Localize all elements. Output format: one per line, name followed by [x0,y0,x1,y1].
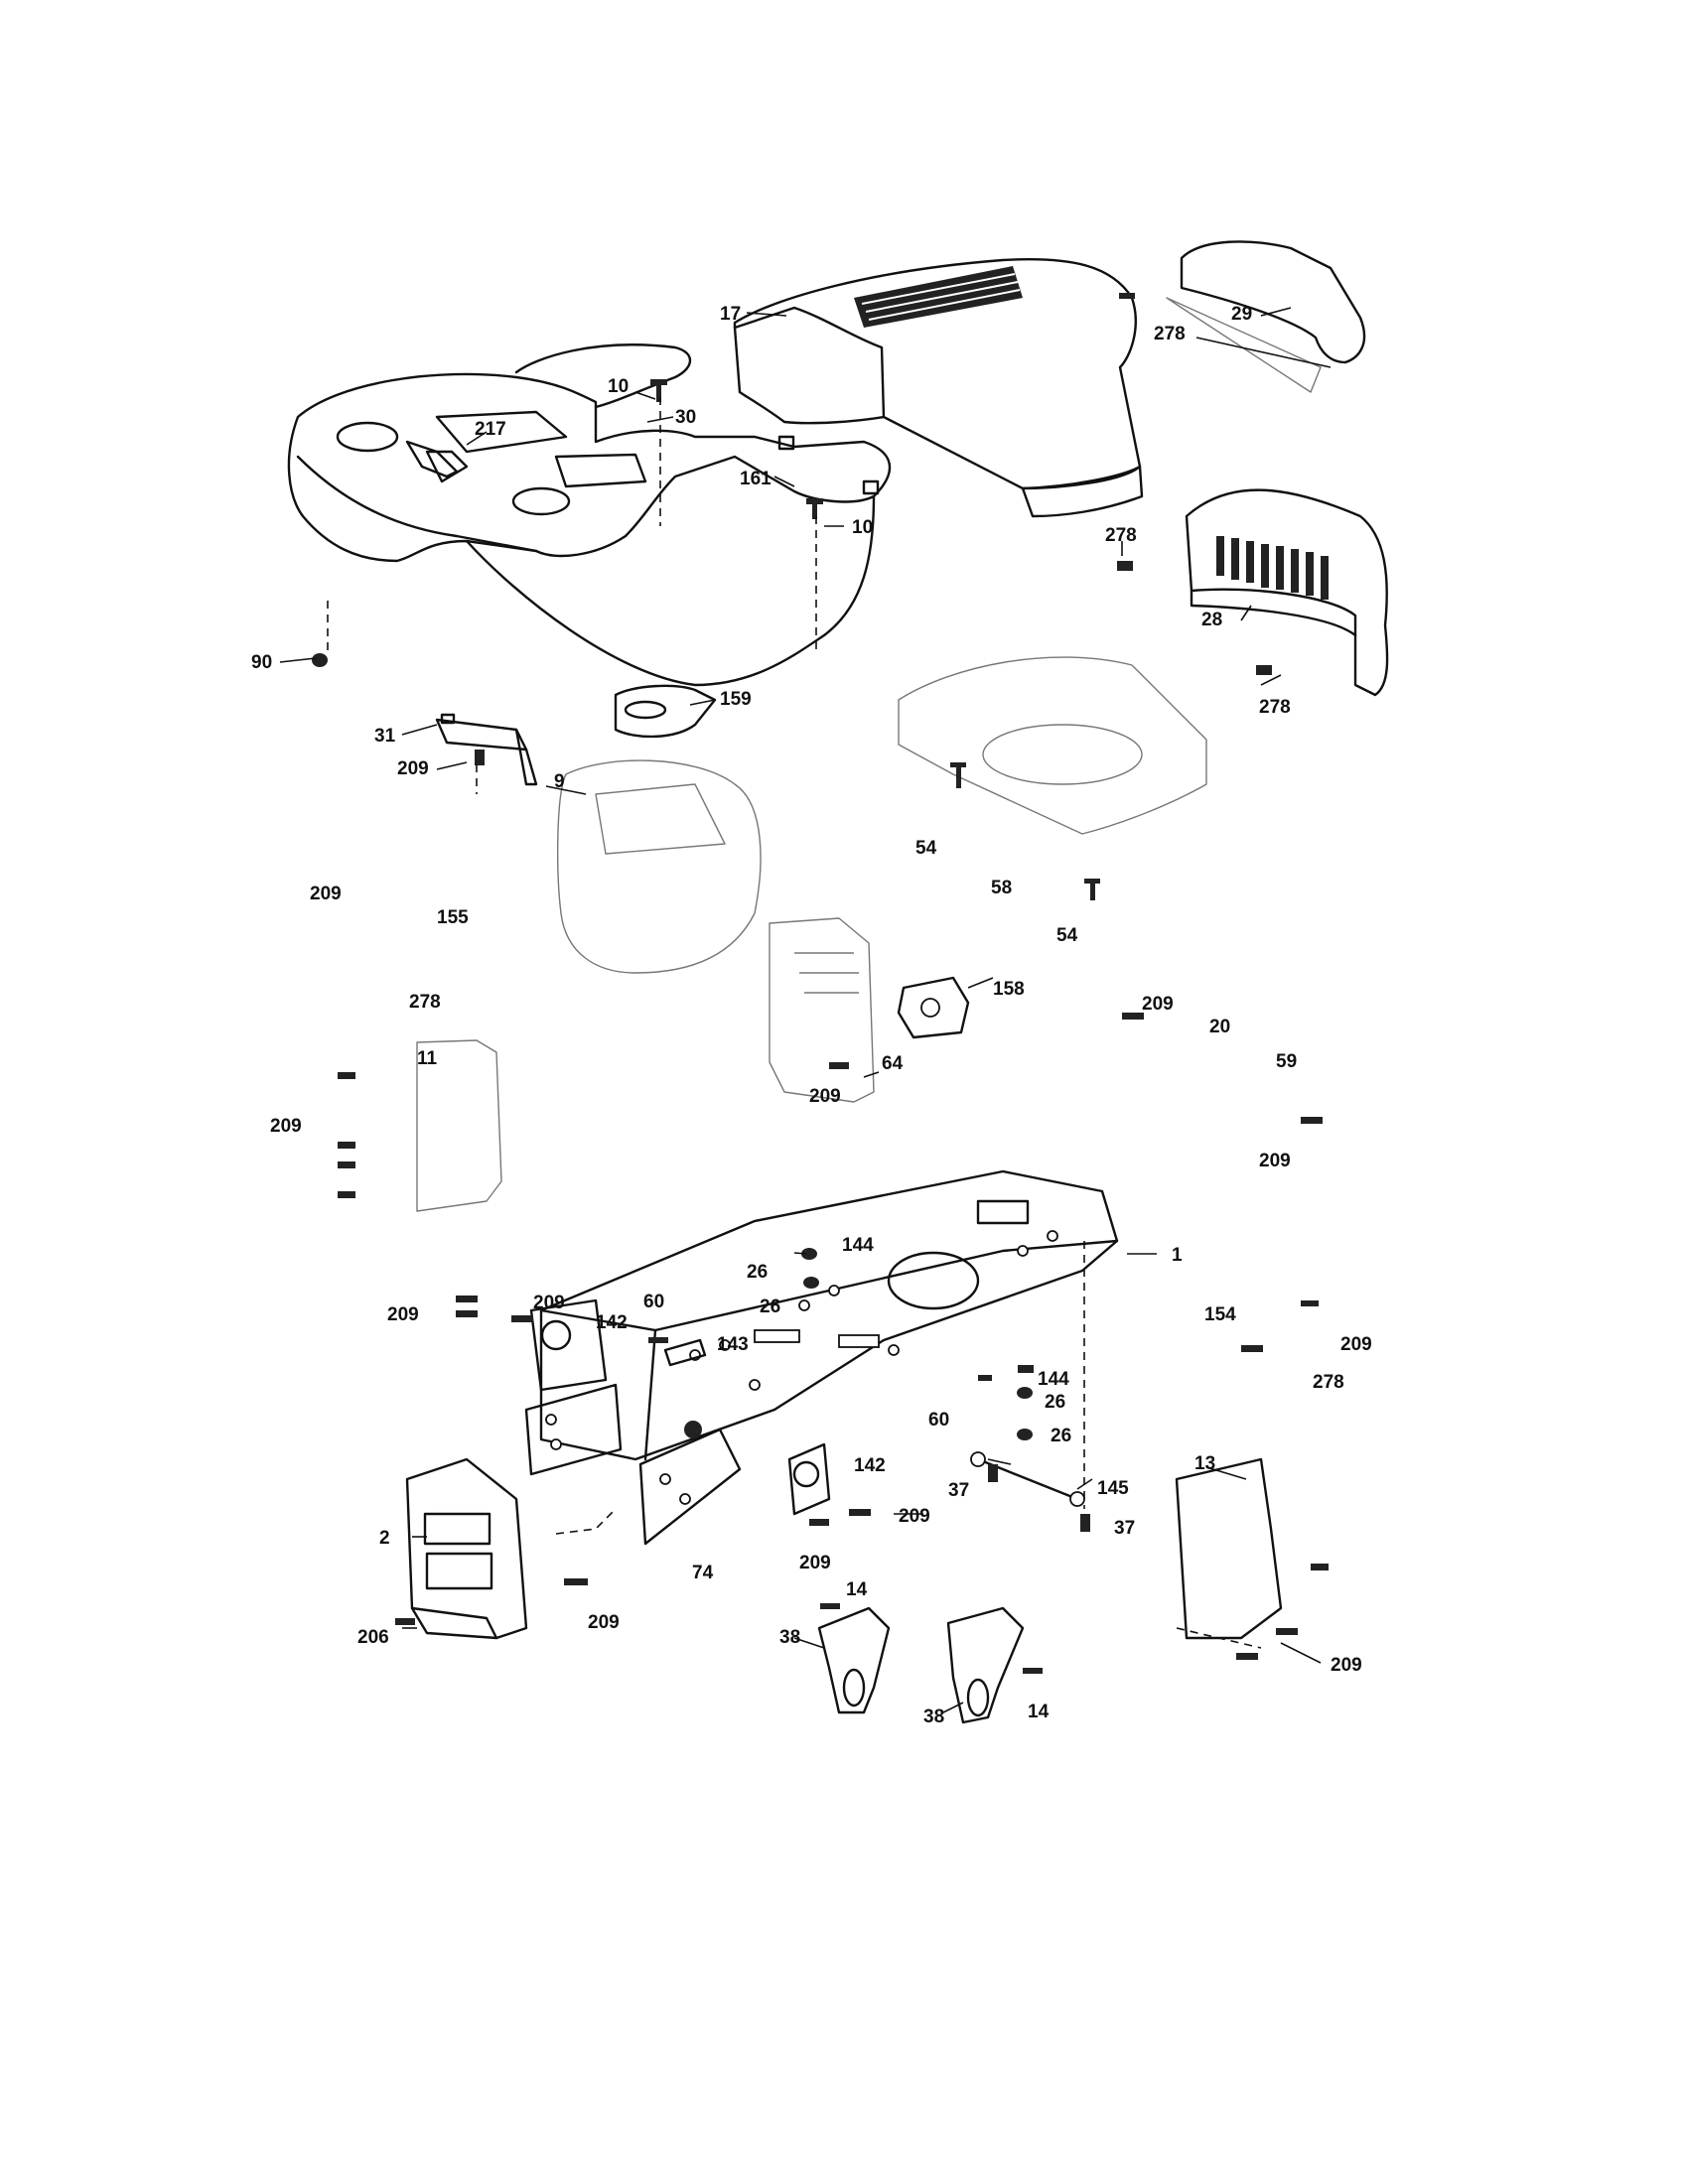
label-145: 145 [1097,1478,1129,1499]
label-209: 209 [1142,994,1174,1015]
rear-bracket-13-part [1175,1457,1283,1640]
label-209: 209 [588,1612,620,1633]
assembly-guide-lines [327,397,1262,1649]
label-11: 11 [417,1048,438,1069]
front-bumper-plate-part [405,1457,528,1640]
label-209: 209 [899,1506,930,1527]
label-142: 142 [854,1455,886,1476]
fuel-tank-part [557,759,762,974]
label-278: 278 [1154,324,1186,344]
cup-holder-part [614,684,717,739]
label-37: 37 [948,1480,969,1501]
label-54: 54 [1056,925,1078,946]
grille-slots [1216,536,1329,600]
label-144: 144 [1038,1369,1069,1390]
label-74: 74 [692,1563,714,1583]
label-64: 64 [882,1053,904,1074]
label-143: 143 [717,1334,749,1355]
label-14: 14 [846,1579,868,1600]
label-29: 29 [1231,304,1252,325]
label-155: 155 [437,907,469,928]
label-59: 59 [1276,1051,1297,1072]
shift-lever-part [405,440,469,483]
label-10: 10 [852,517,873,538]
dash-panel-part [287,343,892,687]
label-54: 54 [915,838,937,859]
label-142: 142 [596,1312,628,1333]
label-30: 30 [675,407,696,428]
side-panel-11-part [416,1039,502,1212]
label-209: 209 [809,1086,841,1107]
label-60: 60 [928,1410,949,1431]
label-1: 1 [1172,1245,1183,1266]
label-209: 209 [310,884,342,904]
label-37: 37 [1114,1518,1135,1539]
engine-base-part [898,656,1207,835]
label-28: 28 [1201,610,1222,630]
label-154: 154 [1204,1304,1236,1325]
label-26: 26 [1051,1426,1071,1446]
label-38: 38 [923,1706,944,1727]
label-17: 17 [720,304,741,325]
label-144: 144 [842,1235,874,1256]
label-9: 9 [554,771,565,792]
label-161: 161 [740,469,772,489]
label-278: 278 [1313,1372,1344,1393]
label-158: 158 [993,979,1025,1000]
label-31: 31 [374,726,396,747]
label-10: 10 [608,376,629,397]
grille-part [1185,488,1389,697]
label-209: 209 [1259,1151,1291,1171]
label-209: 209 [1340,1334,1372,1355]
label-159: 159 [720,689,752,710]
axle-plate-right-part [638,1428,742,1546]
front-plate-142-left-part [529,1298,608,1392]
bumper-part [1166,240,1366,393]
label-90: 90 [251,652,272,673]
label-209: 209 [1331,1655,1362,1676]
spindle-bracket-left-part [817,1606,891,1714]
label-278: 278 [409,992,441,1013]
callout-labels: 17 29 278 10 217 161 10 30 278 28 278 90… [251,304,1372,1727]
label-206: 206 [357,1627,389,1648]
clamp-part [897,976,970,1039]
label-26: 26 [747,1262,768,1283]
label-20: 20 [1209,1017,1230,1037]
label-14: 14 [1028,1702,1050,1722]
label-278: 278 [1105,525,1137,546]
front-plate-142-right-part [787,1442,831,1516]
hood-vent-slots [854,266,1023,328]
label-2: 2 [379,1528,390,1549]
label-209: 209 [799,1553,831,1573]
bracket-143-part [663,1338,707,1367]
axle-plate-left-part [524,1383,623,1476]
spindle-bracket-right-part [946,1606,1025,1724]
leader-lines [279,307,1332,1713]
label-60: 60 [643,1292,664,1312]
label-38: 38 [779,1627,800,1648]
label-13: 13 [1194,1453,1215,1474]
label-26: 26 [1045,1392,1065,1413]
hood-part [733,257,1144,518]
label-209: 209 [387,1304,419,1325]
label-26: 26 [760,1297,780,1317]
fasteners [312,293,1329,1674]
label-209: 209 [533,1293,565,1313]
label-209: 209 [397,758,429,779]
rear-dash-part [769,917,875,1103]
label-217: 217 [475,419,506,440]
main-frame-part [539,1169,1119,1461]
bracket-31-part [435,713,538,786]
label-58: 58 [991,878,1012,898]
label-278: 278 [1259,697,1291,718]
label-209: 209 [270,1116,302,1137]
